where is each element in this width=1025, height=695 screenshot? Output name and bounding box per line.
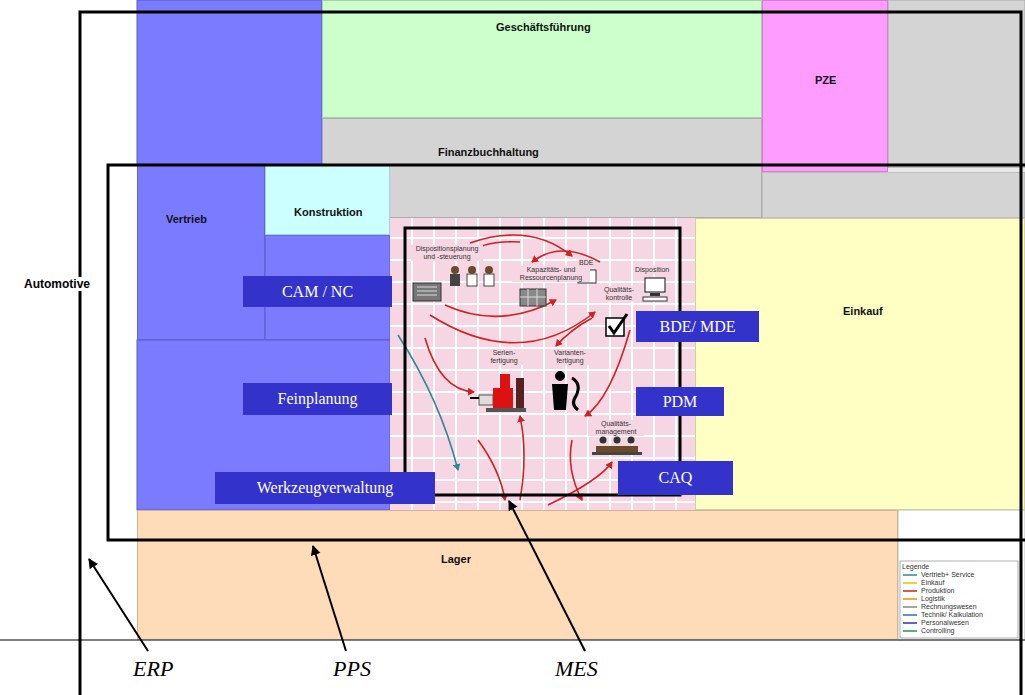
leader-arrow [313,546,346,651]
leader-arrow [89,559,148,651]
grid-icon [520,289,546,306]
legend-line-sample [902,612,918,618]
legend-label: Vertrieb+ Service [921,571,975,579]
illustration-label: Qualitäts- kontrolle [598,286,640,302]
module-label: CAM / NC [282,283,353,301]
erp-frame [80,12,1021,695]
block-label: PZE [815,74,836,87]
legend-line-sample [902,596,918,602]
module-tag: PDM [636,387,724,416]
module-label: BDE/ MDE [660,318,736,336]
illustration-label: Varianten- fertigung [548,349,592,365]
legend-label: Einkauf [921,579,944,587]
system-label: MES [555,656,598,682]
legend-label: Personalwesen [921,619,969,627]
illustration-label: Kapazitäts- und Ressourcenplanung [512,266,590,282]
legend-entry: Rechnungswesen [902,603,1016,611]
module-tag: CAM / NC [243,276,392,307]
block-label: Einkauf [843,305,883,318]
pps-frame [108,165,1025,540]
legend-line-sample [902,604,918,610]
monitor-icon [643,278,667,301]
legend-line-sample [902,620,918,626]
module-tag: CAQ [618,461,733,495]
legend-label: Rechnungswesen [921,603,977,611]
block-label: Lager [441,553,471,566]
illustration-label: Disposition [635,266,669,274]
block-label: Finanzbuchhaltung [438,146,539,159]
time-recording-block: PZE [762,0,888,172]
legend-line-sample [902,588,918,594]
legend-entry: Vertrieb+ Service [902,571,1016,579]
module-tag: BDE/ MDE [636,311,759,342]
region-label: Automotive [22,277,92,291]
legend-entry: Technik/ Kalkulation [902,611,1016,619]
mes-frame [405,228,680,495]
block-label: Geschäftsführung [496,21,591,34]
legend-line-sample [902,572,918,578]
block-label: Konstruktion [294,206,362,219]
legend-label: Controlling [921,627,954,635]
legend-line-sample [902,628,918,634]
legend-label: Logistik [921,595,945,603]
legend-title: Legende [902,563,1016,571]
checkmark-icon [606,314,627,336]
illustration-label: Serien- fertigung [484,349,524,365]
legend-entry: Logistik [902,595,1016,603]
legend-label: Technik/ Kalkulation [921,611,983,619]
module-tag: Feinplanung [243,383,392,415]
legend-line-sample [902,580,918,586]
legend-entry: Personalwesen [902,619,1016,627]
illustration-label: Qualitäts- management [588,420,644,436]
module-label: CAQ [659,469,693,487]
management-block: Geschäftsführung [322,0,762,118]
leader-arrow [509,501,585,651]
corner-panel [898,510,1025,640]
module-label: Feinplanung [278,390,358,408]
legend-entry: Einkauf [902,579,1016,587]
sales-block: Vertrieb [137,165,265,340]
legend-panel: LegendeVertrieb+ ServiceEinkaufProduktio… [902,563,1016,635]
machine-icon [413,283,441,301]
module-label: Werkzeugverwaltung [257,479,393,497]
design-block: Konstruktion [265,165,390,235]
legend-entry: Produktion [902,587,1016,595]
system-label: PPS [333,656,371,682]
block-label: Vertrieb [166,213,207,226]
module-label: PDM [663,393,698,411]
worker-icon [552,371,578,410]
illustration-label: Dispositionsplanung und -steuerung [411,245,483,261]
production-machine-icon [470,374,526,412]
legend-entry: Controlling [902,627,1016,635]
grey-region [762,0,1025,218]
people-icon [450,266,494,286]
baseline [0,639,1025,641]
illustration-label: BDE [579,259,593,267]
meeting-icon [592,437,642,456]
system-label: ERP [133,656,173,682]
legend-label: Produktion [921,587,954,595]
warehouse-block: Lager [137,510,898,640]
purchasing-block: Einkauf [695,218,1025,510]
module-tag: Werkzeugverwaltung [215,472,435,504]
